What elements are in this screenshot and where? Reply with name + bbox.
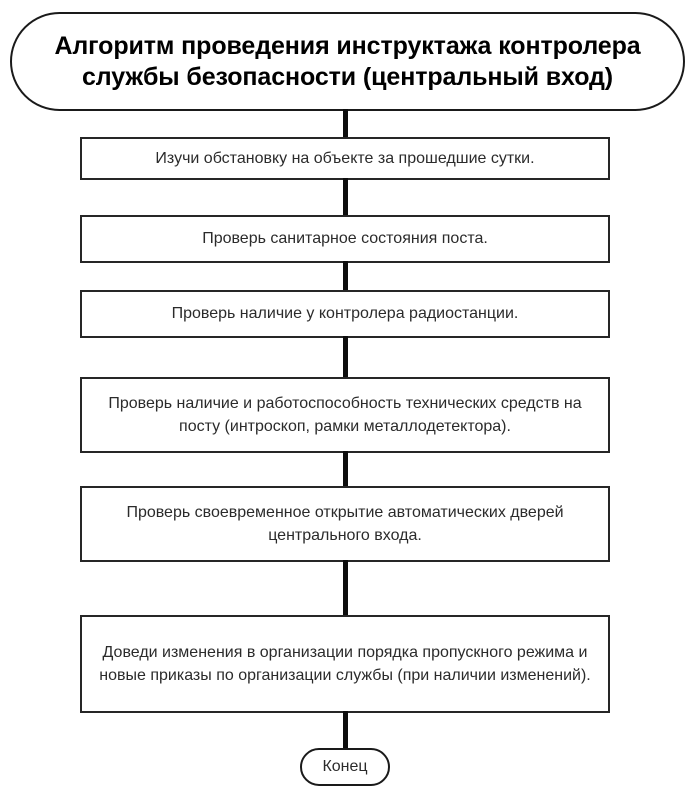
connector-step-2-to-step-3 [343,261,348,292]
start-node: Алгоритм проведения инструктажа контроле… [10,12,685,111]
connector-step-6-to-end [343,711,348,750]
process-step-3: Проверь наличие у контролера радиостанци… [80,290,610,338]
process-step-2-label: Проверь санитарное состояния поста. [202,230,488,248]
connector-step-5-to-step-6 [343,560,348,617]
process-step-1: Изучи обстановку на объекте за прошедшие… [80,137,610,180]
process-step-4: Проверь наличие и работоспособность техн… [80,377,610,453]
process-step-4-label: Проверь наличие и работоспособность техн… [108,394,582,435]
connector-step-1-to-step-2 [343,178,348,217]
connector-step-4-to-step-5 [343,451,348,488]
process-step-6-label: Доведи изменения в организации порядка п… [99,643,591,684]
end-node-label: Конец [322,758,368,776]
process-step-3-label: Проверь наличие у контролера радиостанци… [171,305,519,323]
process-step-6: Доведи изменения в организации порядка п… [80,615,610,713]
process-step-2: Проверь санитарное состояния поста. [80,215,610,263]
process-step-5-label: Проверь своевременное открытие автоматич… [126,503,564,544]
connector-start-to-step-1 [343,109,348,139]
process-step-5: Проверь своевременное открытие автоматич… [80,486,610,562]
end-node: Конец [300,748,390,786]
process-step-1-label: Изучи обстановку на объекте за прошедшие… [155,149,535,167]
start-node-label: Алгоритм проведения инструктажа контроле… [54,32,641,91]
connector-step-3-to-step-4 [343,336,348,379]
